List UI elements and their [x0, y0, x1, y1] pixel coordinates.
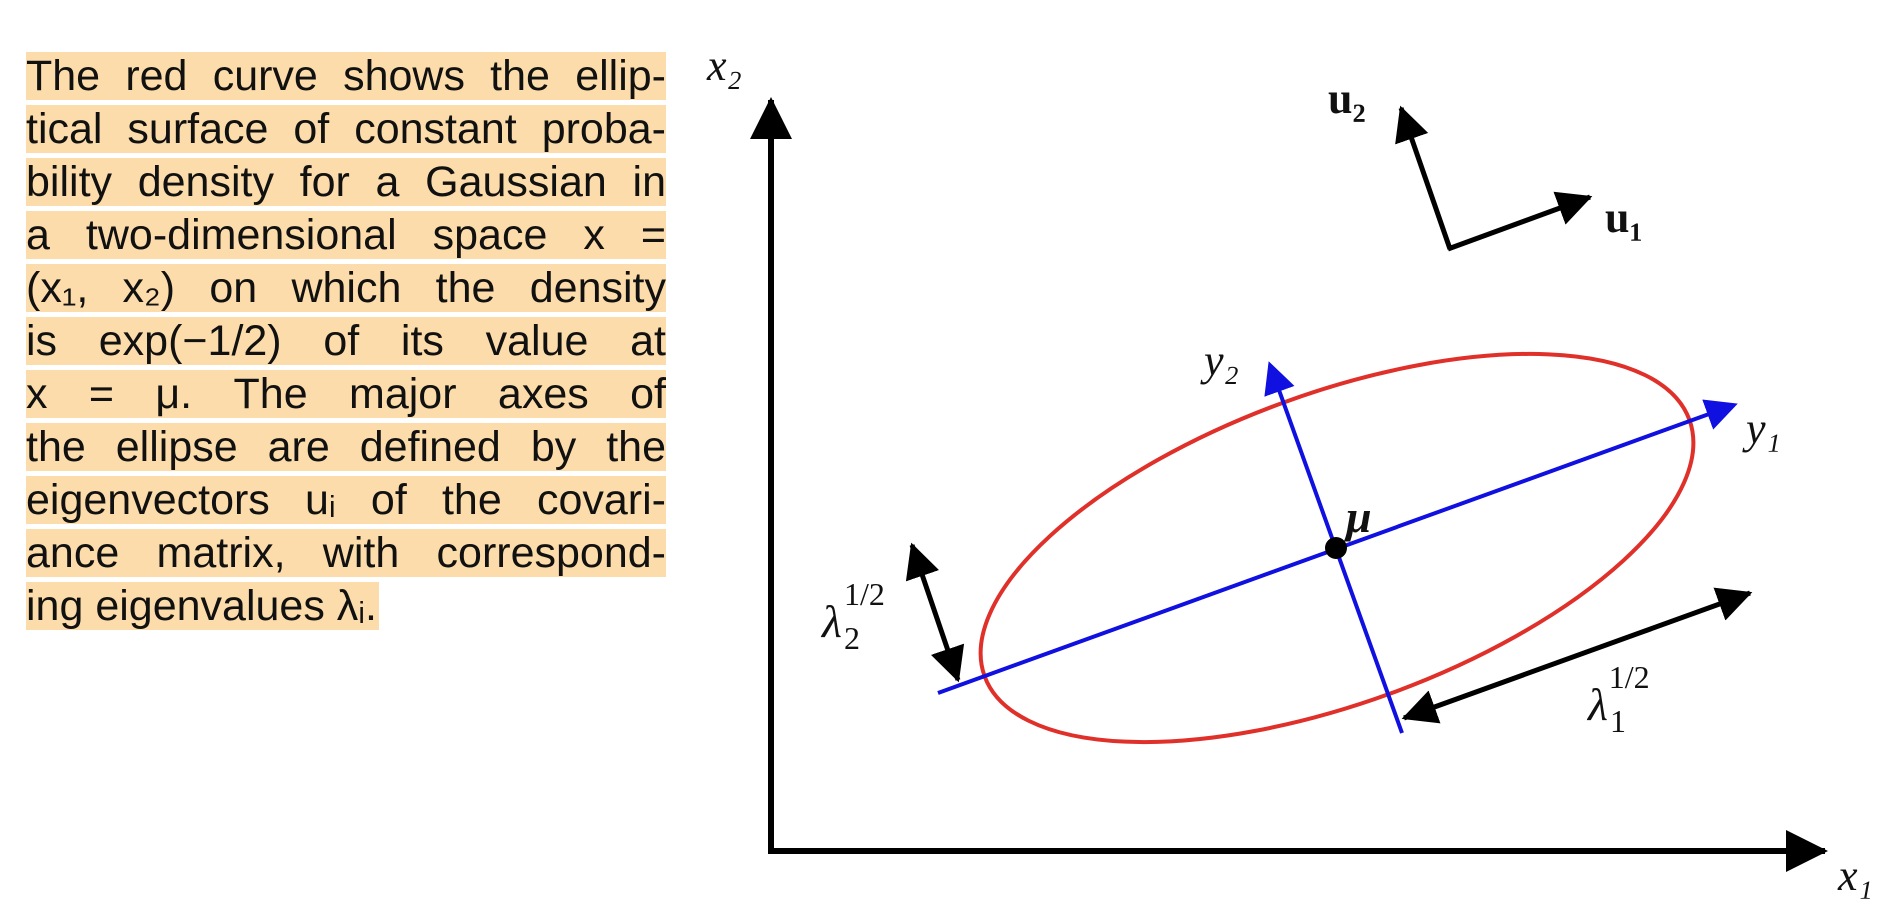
lambda1-sup: 1/2	[1609, 659, 1650, 695]
caption-line: The red curve shows the ellip-	[26, 52, 666, 100]
caption-line: a two-dimensional space x =	[26, 211, 666, 259]
mu-label: μ	[1344, 491, 1372, 542]
u1-label: u₁	[1605, 193, 1643, 242]
lambda2-sub: 2	[844, 620, 860, 656]
u2-arrow	[1395, 105, 1453, 250]
caption-line: eigenvectors uᵢ of the covari-	[26, 476, 666, 524]
lambda2-sup: 1/2	[844, 576, 885, 612]
u2-label: u₂	[1328, 74, 1366, 123]
caption-line: bility density for a Gaussian in	[26, 158, 666, 206]
lambda2-arrow	[905, 542, 965, 683]
caption-line: the ellipse are defined by the	[26, 423, 666, 471]
lambda2-label: λ2 1/2	[820, 576, 885, 656]
figure-caption: The red curve shows the ellip- tical sur…	[26, 50, 666, 633]
lambda1-base: λ	[1586, 679, 1608, 730]
x1-axis-label: x₁	[1837, 851, 1873, 900]
caption-line: is exp(−1/2) of its value at	[26, 317, 666, 365]
caption-line: (x₁, x₂) on which the density	[26, 264, 666, 312]
lambda2-base: λ	[820, 596, 842, 647]
caption-line: tical surface of constant proba-	[26, 105, 666, 153]
caption-line: x = μ. The major axes of	[26, 370, 666, 418]
lambda1-sub: 1	[1610, 703, 1625, 739]
lambda1-arrow	[1401, 587, 1753, 724]
y2-label: y₂	[1200, 336, 1239, 385]
caption-line: ing eigenvalues λᵢ.	[26, 582, 379, 630]
lambda1-label: λ1 1/2	[1586, 659, 1650, 739]
mean-point	[1325, 537, 1347, 559]
u1-arrow	[1447, 191, 1593, 252]
x2-axis-label: x₂	[706, 41, 742, 90]
caption-line: ance matrix, with correspond-	[26, 529, 666, 577]
y1-label: y₁	[1742, 404, 1781, 453]
